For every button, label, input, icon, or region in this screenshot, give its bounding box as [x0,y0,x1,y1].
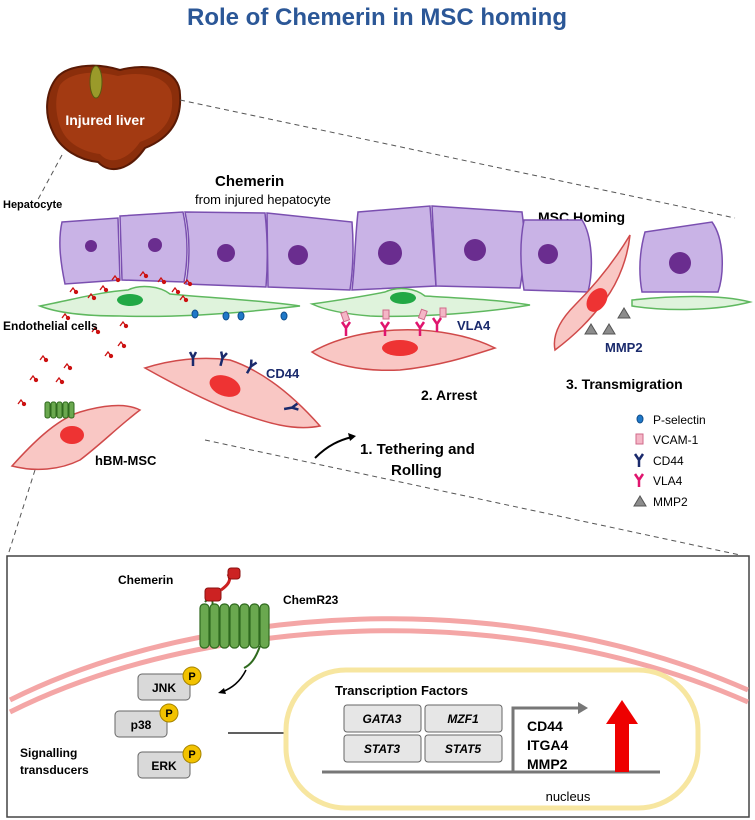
svg-text:p38: p38 [131,718,152,732]
chemerin-molecules [17,270,193,407]
mmp2-label: MMP2 [605,340,643,355]
promoter-arrow [511,706,580,772]
zoom-line [7,469,36,556]
vla4-label: VLA4 [457,318,491,333]
rolling-label: Rolling [391,462,442,479]
gene-mmp2: MMP2 [527,756,568,772]
hepatocyte-cell [266,212,354,291]
vla4-vcam-binding [340,307,447,336]
msc-arrest [310,328,497,372]
legend-vcam1: VCAM-1 [653,433,699,447]
svg-text:GATA3: GATA3 [363,712,402,726]
zoom-line [204,439,741,556]
kinase-erk: ERK P [137,744,202,779]
legend-p-selectin: P-selectin [653,413,706,427]
mmp2-markers [584,307,631,335]
cd44-label: CD44 [266,366,300,381]
svg-text:STAT5: STAT5 [445,742,482,756]
legend-mmp2: MMP2 [653,495,688,509]
chemerin-source-label: from injured hepatocyte [195,192,331,207]
msc-rolling [143,357,322,429]
tf-gata3 [343,704,422,733]
hepatocyte-label: Hepatocyte [3,199,62,211]
hbm-msc-label: hBM-MSC [95,453,157,468]
upregulation-arrow-icon [606,700,638,772]
injured-liver: Injured liver [46,64,182,171]
nucleus-label: nucleus [546,789,591,804]
zoom-line [179,99,736,219]
tethering-label: 1. Tethering and [360,441,475,458]
chemr23-label: ChemR23 [283,593,339,607]
phospho-icon: P [188,749,195,761]
hbm-msc-cell [10,401,142,471]
arrest-label: 2. Arrest [421,387,478,403]
tf-stat5 [424,734,503,763]
tf-mzf1 [424,704,503,733]
phospho-icon: P [188,671,195,683]
msc-transmigrating [553,234,631,352]
tethering-arrow [314,436,353,459]
transcription-factor-grid: GATA3 MZF1 STAT3 STAT5 [343,704,503,763]
legend-cd44: CD44 [653,454,684,468]
svg-text:MZF1: MZF1 [447,712,479,726]
gene-cd44: CD44 [527,718,563,734]
hepatocyte-nuclei [85,238,691,274]
p-selectin-markers [191,309,288,321]
chemerin-ligand-label: Chemerin [118,573,173,587]
p-selectin-icon [636,414,644,424]
mmp2-icon [633,495,647,507]
vcam1-icon [635,433,644,445]
svg-text:ERK: ERK [151,759,177,773]
gene-itga4: ITGA4 [527,737,568,753]
kinase-p38: p38 P [114,703,179,738]
cell-membrane [8,628,750,715]
hepatocyte-row [59,205,723,293]
svg-text:STAT3: STAT3 [364,742,401,756]
transducers-label: transducers [20,763,89,777]
svg-text:JNK: JNK [152,681,176,695]
signalling-label: Signalling [20,746,77,760]
phospho-icon: P [165,708,172,720]
cell-membrane [8,616,750,703]
chemerin-ligand [204,567,241,602]
transcription-factors-heading: Transcription Factors [335,683,468,698]
legend: P-selectin VCAM-1 CD44 VLA4 MMP2 [633,413,706,509]
chemerin-label: Chemerin [215,173,284,190]
cd44-markers [188,351,299,411]
vla4-icon [633,473,645,487]
tethering-arrowhead [348,433,356,441]
diagram-title: Role of Chemerin in MSC homing [187,4,567,31]
endothelial-cells-label: Endothelial cells [3,319,98,333]
endothelial-nucleus [390,292,416,304]
kinase-jnk: JNK P [137,666,202,701]
zoom-line [34,154,63,206]
transmigration-label: 3. Transmigration [566,376,683,392]
endothelial-nucleus [117,294,143,306]
injured-liver-label: Injured liver [65,112,145,128]
cd44-icon [633,453,645,467]
endothelium [37,285,753,318]
legend-vla4: VLA4 [653,474,683,488]
tf-stat3 [343,734,422,763]
